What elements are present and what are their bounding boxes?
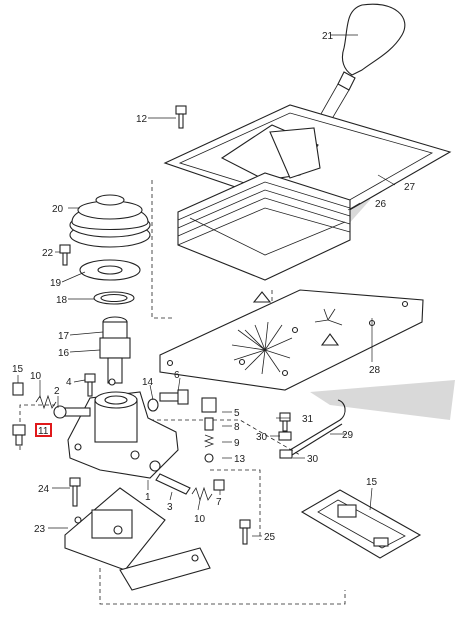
shift-lever-lower bbox=[99, 316, 131, 386]
callout-24: 24 bbox=[38, 484, 50, 495]
callout-1: 1 bbox=[145, 492, 151, 503]
bolt-15a bbox=[12, 382, 24, 396]
leader-lines bbox=[17, 34, 396, 537]
spring-10a bbox=[35, 394, 57, 410]
bolt-12 bbox=[175, 105, 187, 129]
bolt-31 bbox=[279, 412, 291, 432]
shade-plate bbox=[310, 380, 455, 420]
callout-4: 4 bbox=[66, 377, 72, 388]
pivot-shaft bbox=[53, 405, 91, 419]
callout-7: 7 bbox=[216, 497, 222, 508]
callout-19: 19 bbox=[50, 278, 62, 289]
bolt-24 bbox=[69, 477, 81, 507]
callout-5: 5 bbox=[234, 408, 240, 419]
shift-boot bbox=[177, 127, 351, 281]
callout-23: 23 bbox=[34, 524, 46, 535]
callout-28: 28 bbox=[369, 365, 381, 376]
base-plate bbox=[159, 289, 424, 391]
callout-2: 2 bbox=[54, 386, 60, 397]
callout-12: 12 bbox=[136, 114, 148, 125]
callout-29: 29 bbox=[342, 430, 354, 441]
callout-14: 14 bbox=[142, 377, 154, 388]
bolt-11 bbox=[12, 424, 26, 446]
callout-18: 18 bbox=[56, 295, 68, 306]
cap-7 bbox=[213, 479, 225, 491]
callout-17: 17 bbox=[58, 331, 70, 342]
shift-knob bbox=[312, 3, 406, 135]
assembly-line-bottom bbox=[99, 568, 346, 605]
ring bbox=[93, 291, 135, 305]
shift-rod-29 bbox=[289, 399, 346, 456]
clip-30a bbox=[278, 431, 292, 441]
assembly-line-mid bbox=[210, 469, 261, 540]
spring-9 bbox=[203, 434, 215, 448]
callout-30-upper: 30 bbox=[256, 432, 268, 443]
callout-16: 16 bbox=[58, 348, 70, 359]
callout-25: 25 bbox=[264, 532, 276, 543]
bolt-4 bbox=[84, 373, 96, 397]
assembly-line-top bbox=[151, 180, 175, 319]
callout-8: 8 bbox=[234, 422, 240, 433]
o-ring-13 bbox=[204, 453, 214, 463]
callout-30-lower: 30 bbox=[307, 454, 319, 465]
pin-8 bbox=[204, 417, 214, 431]
clip-30b bbox=[279, 449, 293, 459]
bolt-6 bbox=[159, 389, 189, 405]
gasket-15 bbox=[300, 489, 422, 559]
callout-26: 26 bbox=[375, 199, 387, 210]
callout-11: 11 bbox=[38, 426, 49, 437]
callout-10-top: 10 bbox=[30, 371, 42, 382]
shifter-housing bbox=[67, 391, 179, 479]
callout-22: 22 bbox=[42, 248, 54, 259]
callout-9: 9 bbox=[234, 438, 240, 449]
callout-31: 31 bbox=[302, 414, 314, 425]
assembly-line-plate bbox=[150, 419, 301, 456]
callout-6: 6 bbox=[174, 370, 180, 381]
bolt-22 bbox=[59, 244, 71, 266]
callout-13: 13 bbox=[234, 454, 246, 465]
shaft-3 bbox=[155, 473, 191, 495]
callout-10-bottom: 10 bbox=[194, 514, 206, 525]
highlighted-callout-11[interactable] bbox=[35, 423, 52, 437]
plug-5 bbox=[201, 397, 217, 413]
mounting-base bbox=[64, 487, 211, 591]
callout-27: 27 bbox=[404, 182, 416, 193]
callout-20: 20 bbox=[52, 204, 64, 215]
callout-15-bottom: 15 bbox=[366, 477, 378, 488]
callout-21: 21 bbox=[322, 31, 334, 42]
callout-15-top: 15 bbox=[12, 364, 24, 375]
spring-10b bbox=[191, 486, 213, 502]
washer-14 bbox=[147, 398, 159, 412]
washer-plate bbox=[79, 259, 141, 281]
callout-3: 3 bbox=[167, 502, 173, 513]
dome-cover bbox=[69, 194, 151, 248]
bolt-25 bbox=[239, 519, 251, 545]
